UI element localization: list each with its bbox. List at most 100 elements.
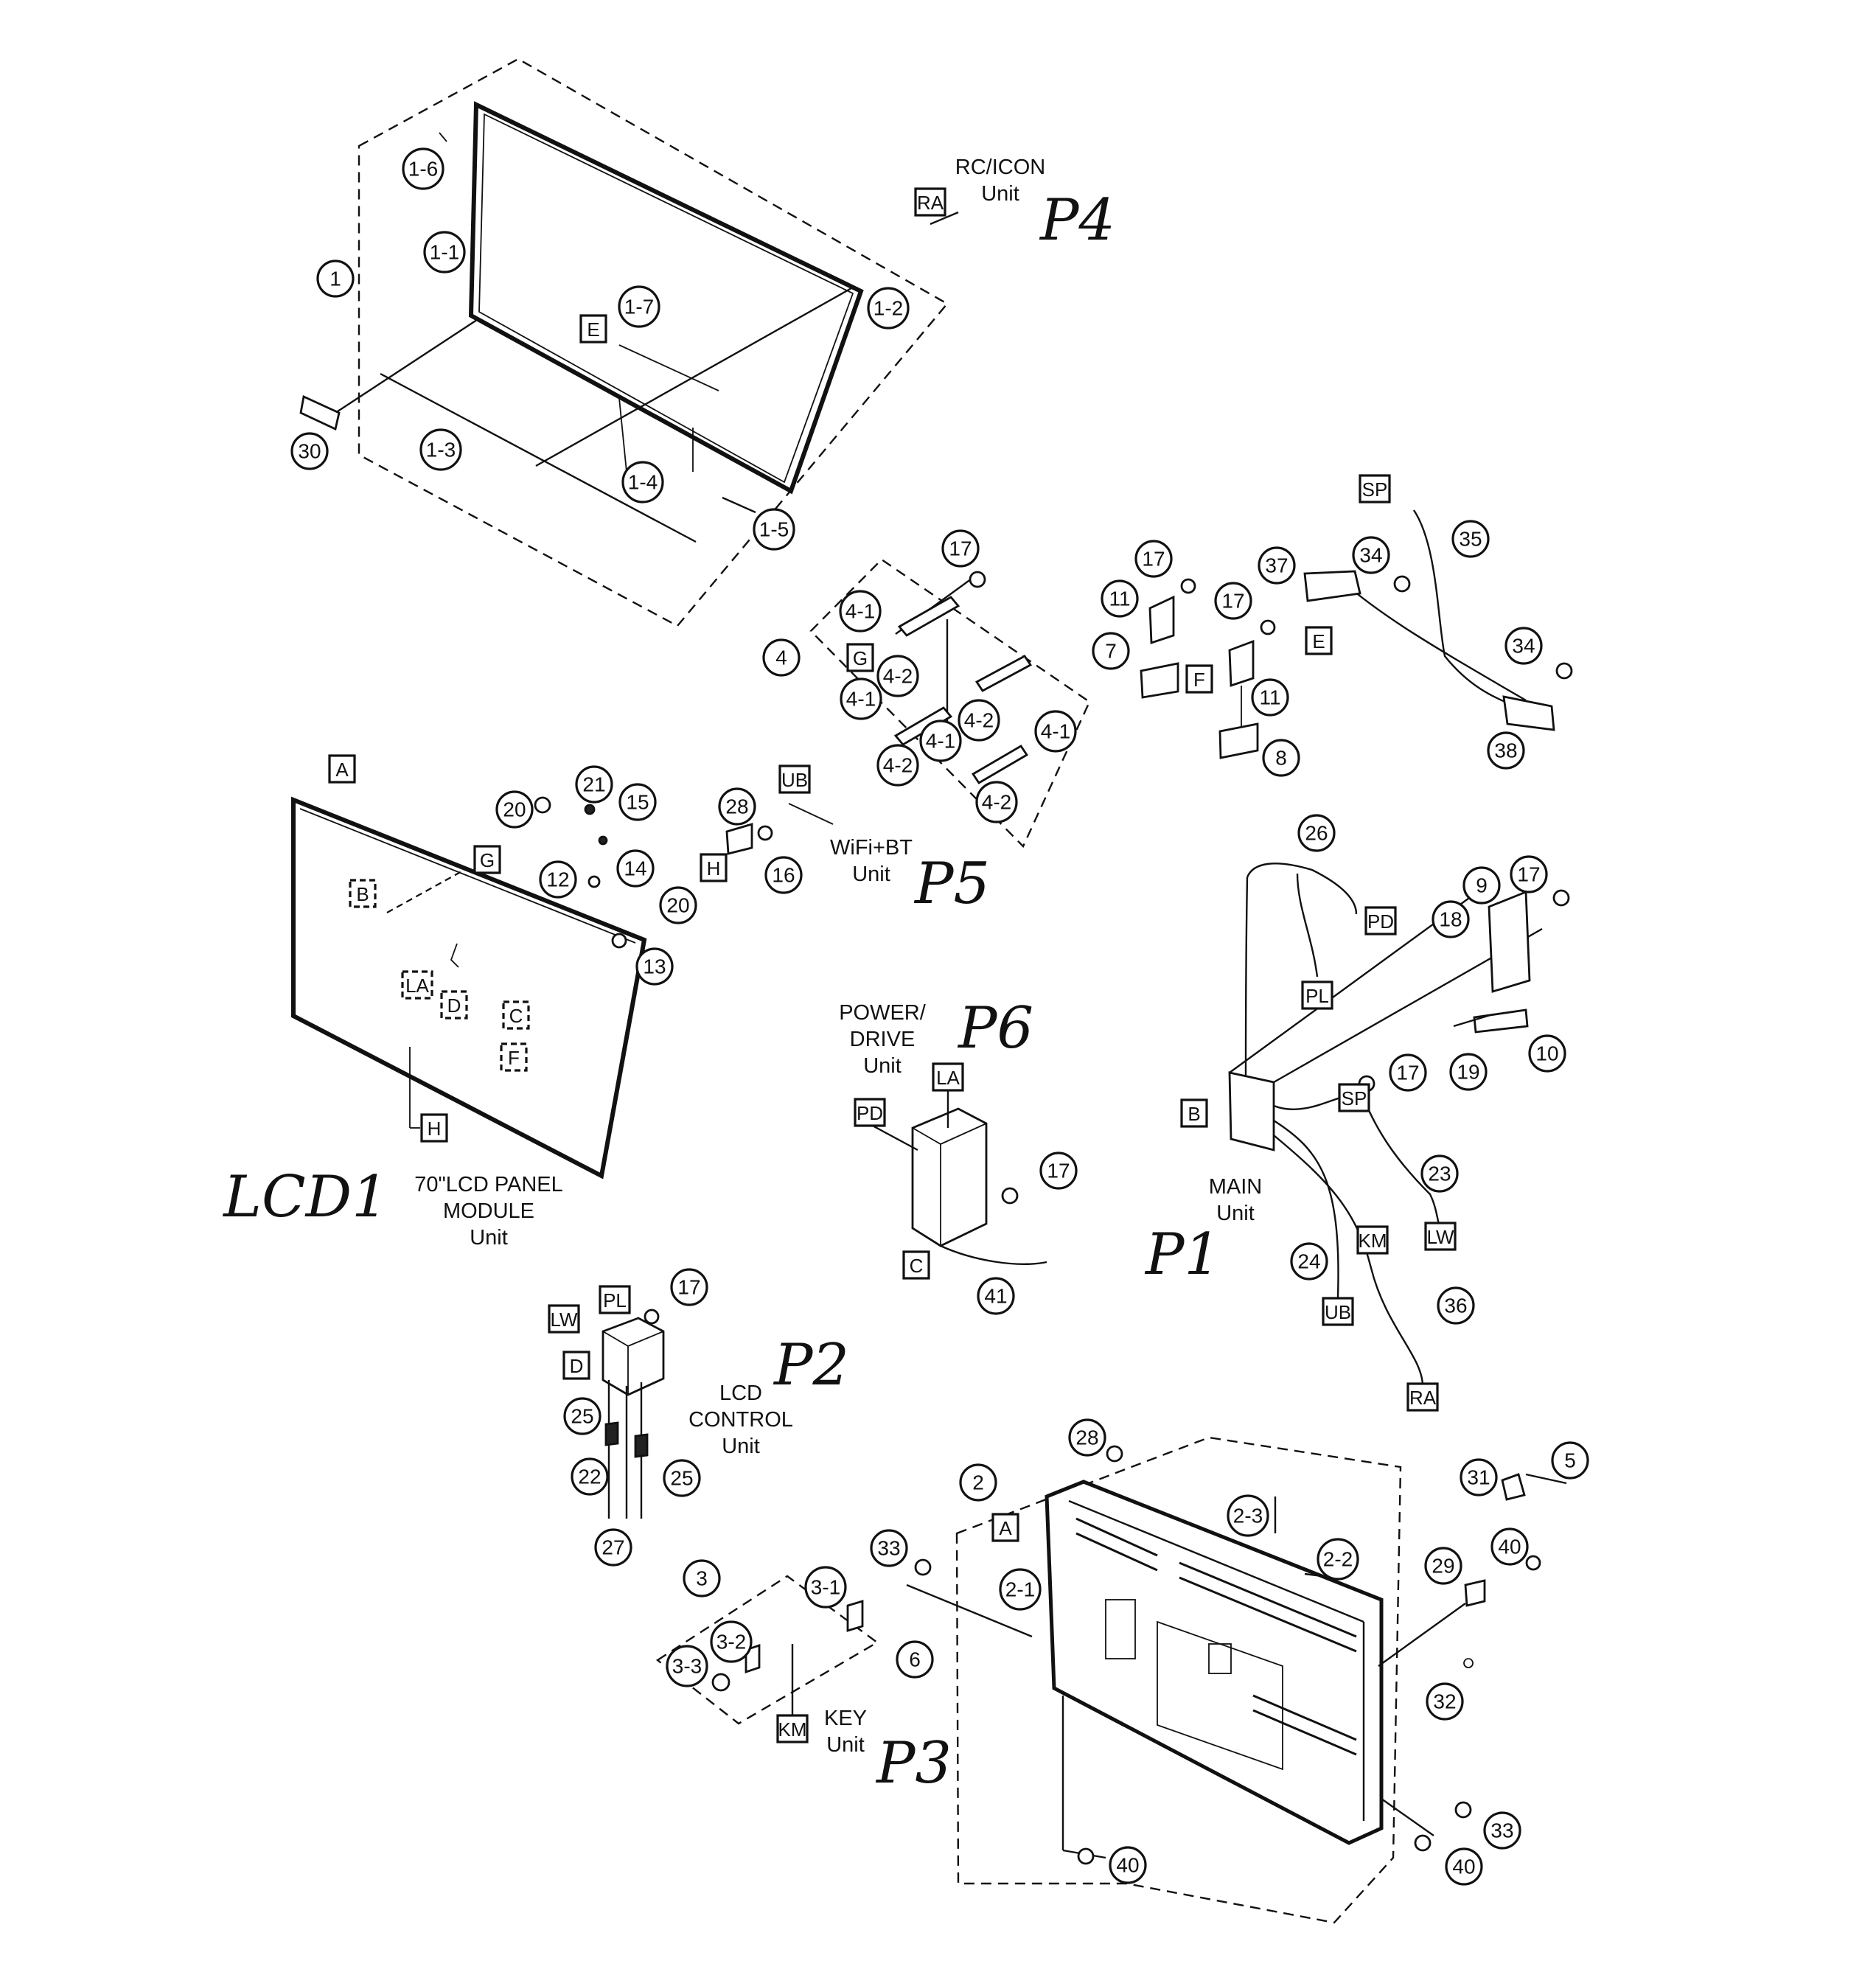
unit-label-line: Unit <box>981 182 1019 206</box>
part-number: 1-6 <box>408 158 438 181</box>
connector-tag: B <box>1180 1098 1208 1128</box>
part-bubble: 2-2 <box>1317 1538 1359 1581</box>
connector-tag: H <box>420 1113 448 1143</box>
part-bubble: 17 <box>1039 1151 1078 1190</box>
part-bubble: 8 <box>1262 739 1300 777</box>
part-number: 15 <box>626 791 649 814</box>
part-number: 17 <box>1221 590 1244 613</box>
tag-text: KM <box>778 1718 807 1741</box>
connector-tag: D <box>440 990 468 1020</box>
handwritten-label: LCD1 <box>222 1164 388 1230</box>
unit-label-line: Unit <box>1216 1202 1255 1225</box>
part-bubble: 30 <box>290 432 329 470</box>
unit-label-line: POWER/ <box>839 1001 927 1025</box>
connector-tag: PD <box>1364 906 1397 935</box>
unit-label: WiFi+BT Unit <box>830 836 913 886</box>
part-number: 17 <box>949 537 972 560</box>
tag-text: A <box>999 1517 1012 1539</box>
part-number: 32 <box>1433 1690 1456 1713</box>
connector-tag: F <box>500 1042 528 1072</box>
connector-tag: H <box>700 853 728 882</box>
part-number: 23 <box>1428 1163 1451 1185</box>
part-bubble: 17 <box>1134 540 1173 578</box>
part-number: 34 <box>1359 544 1382 567</box>
part-bubble: 1-7 <box>618 285 660 328</box>
part-bubble: 25 <box>563 1397 601 1435</box>
part-number: 1-7 <box>624 296 654 318</box>
part-bubble: 3 <box>683 1559 721 1597</box>
tag-text: RA <box>917 192 944 214</box>
part-number: 17 <box>1517 863 1540 886</box>
part-bubble: 24 <box>1290 1242 1328 1281</box>
unit-label-line: Unit <box>470 1226 508 1250</box>
part-number: 24 <box>1297 1250 1320 1273</box>
part-bubble: 17 <box>670 1268 708 1306</box>
part-bubble: 28 <box>718 787 756 826</box>
part-number: 1-4 <box>628 471 658 494</box>
part-number: 2-2 <box>1323 1548 1353 1571</box>
part-bubble: 3-3 <box>666 1645 708 1687</box>
tag-text: E <box>587 318 599 341</box>
unit-label-line: Unit <box>722 1435 760 1458</box>
tag-text: D <box>570 1355 584 1377</box>
part-bubble: 21 <box>575 765 613 804</box>
unit-label-line: KEY <box>824 1707 867 1730</box>
handwritten-text: LCD1 <box>222 1164 388 1230</box>
tag-text: E <box>1312 630 1325 652</box>
part-number: 12 <box>546 868 569 891</box>
part-bubble: 1-6 <box>402 147 444 190</box>
part-number: 33 <box>1490 1819 1513 1842</box>
tag-text: UB <box>1325 1301 1351 1323</box>
handwritten-label: P3 <box>875 1730 952 1797</box>
part-number: 28 <box>725 795 748 818</box>
part-number: 36 <box>1444 1295 1467 1317</box>
tag-text: LW <box>550 1309 578 1331</box>
tag-text: B <box>1188 1103 1200 1125</box>
connector-tag: LA <box>401 970 433 1000</box>
part-bubble: 4-2 <box>876 744 919 787</box>
part-number: 27 <box>601 1536 624 1559</box>
unit-label-line: Unit <box>852 863 890 886</box>
part-bubble: 7 <box>1092 632 1130 670</box>
part-bubble: 40 <box>1109 1846 1147 1884</box>
handwritten-label: P1 <box>1144 1222 1221 1288</box>
part-number: 31 <box>1467 1466 1490 1489</box>
unit-label: RC/ICON Unit <box>955 156 1045 206</box>
connector-tag: LW <box>1424 1222 1457 1251</box>
part-number: 1-3 <box>426 439 456 461</box>
part-bubble: 2 <box>959 1463 997 1502</box>
part-number: 40 <box>1452 1856 1475 1878</box>
part-bubble: 40 <box>1490 1527 1529 1566</box>
part-bubble: 29 <box>1424 1547 1462 1585</box>
part-number: 3-1 <box>811 1576 840 1599</box>
part-number: 41 <box>984 1285 1007 1308</box>
unit-label-line: WiFi+BT <box>830 836 913 860</box>
unit-label-line: LCD <box>719 1382 762 1405</box>
part-bubble: 2-1 <box>999 1568 1042 1611</box>
part-bubble: 38 <box>1487 731 1525 770</box>
part-number: 1 <box>329 268 341 290</box>
unit-label-line: Unit <box>863 1054 902 1078</box>
part-bubble: 22 <box>571 1457 609 1496</box>
tag-text: PD <box>857 1102 883 1124</box>
unit-label-line: RC/ICON <box>955 156 1045 179</box>
unit-label-line: MODULE <box>443 1199 534 1223</box>
tag-text: KM <box>1359 1230 1387 1252</box>
part-number: 17 <box>677 1276 700 1299</box>
part-number: 38 <box>1494 739 1517 762</box>
part-number: 3-2 <box>716 1631 746 1654</box>
part-bubble: 33 <box>1483 1811 1521 1850</box>
part-number: 18 <box>1439 908 1462 931</box>
tag-text: F <box>1193 669 1205 691</box>
part-number: 17 <box>1142 548 1165 571</box>
handwritten-label: P6 <box>957 995 1033 1062</box>
part-bubble: 32 <box>1426 1682 1464 1721</box>
part-bubble: 3-2 <box>710 1620 753 1663</box>
part-bubble: 20 <box>495 790 534 829</box>
